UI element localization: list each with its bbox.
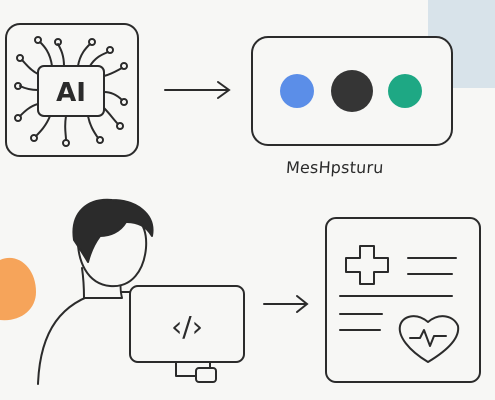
monitor-icon [129,285,245,383]
plus-cross-icon [345,245,389,285]
ai-chip-label: AI [56,78,86,108]
ai-chip-icon [5,23,139,157]
arrow-right-icon [164,81,231,99]
medical-document-icon [325,217,481,383]
three-dots-icon [280,70,422,112]
caption: MesHpsturu [285,158,385,177]
heart-rate-icon [398,315,460,363]
status-dot [331,70,373,112]
status-dot [280,74,314,108]
decor-orange-blob [0,257,36,321]
code-symbol: ‹/› [171,310,203,343]
status-dot [388,74,422,108]
arrow-right-icon-2 [263,295,309,313]
